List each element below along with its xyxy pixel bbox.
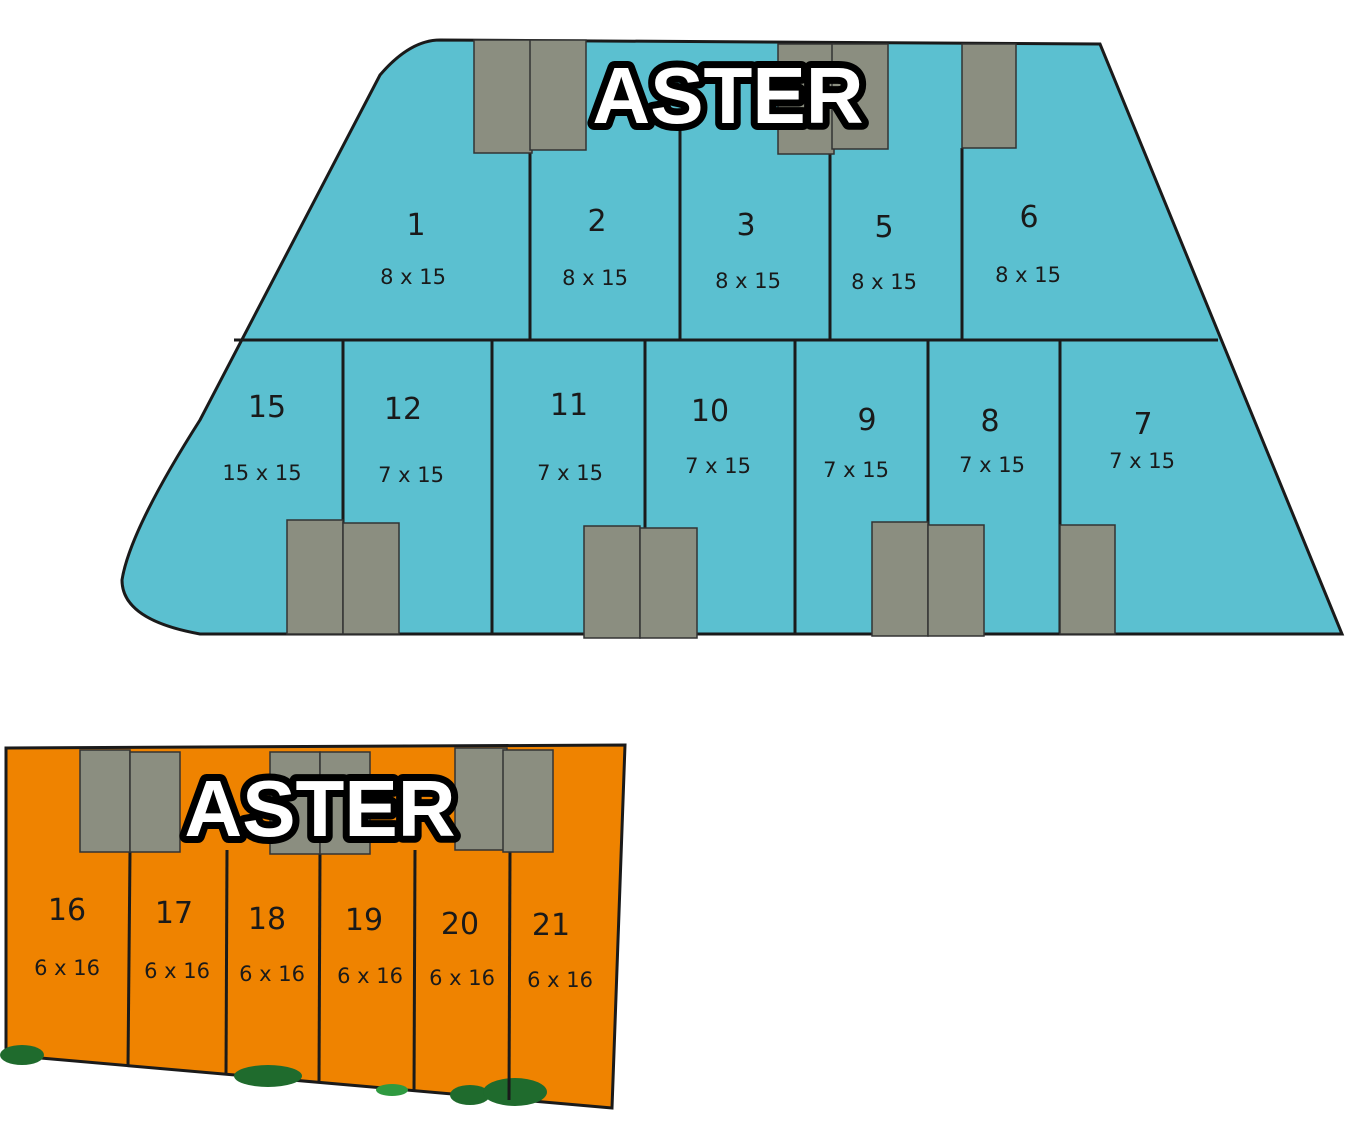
- plot-8-number: 8: [980, 404, 999, 439]
- plot-11-number: 11: [550, 388, 588, 423]
- plot-21-number: 21: [532, 908, 570, 943]
- plot-5-size: 8 x 15: [851, 270, 917, 294]
- plot-2-number: 2: [587, 204, 606, 239]
- plot-15-size: 15 x 15: [222, 461, 301, 485]
- plot-20-number: 20: [441, 907, 479, 942]
- block-a-houses-bottom: [286, 519, 1116, 639]
- plot-19-size: 6 x 16: [337, 964, 403, 988]
- plot-16-number: 16: [48, 893, 86, 928]
- plot-5-number: 5: [874, 210, 893, 245]
- plot-1-size: 8 x 15: [380, 265, 446, 289]
- plot-7-number: 7: [1133, 407, 1152, 442]
- block-a-outline: [120, 38, 1345, 636]
- plot-15-number: 15: [248, 390, 286, 425]
- tree-icon: [376, 1084, 408, 1096]
- plot-9-number: 9: [857, 403, 876, 438]
- block-a: ASTER 1 8 x 15 2 8 x 15 3 8 x 15 5 8 x 1…: [120, 38, 1345, 639]
- plot-10-size: 7 x 15: [685, 454, 751, 478]
- plot-20-size: 6 x 16: [429, 966, 495, 990]
- plot-19-number: 19: [345, 903, 383, 938]
- plot-2-size: 8 x 15: [562, 266, 628, 290]
- tree-icon: [450, 1085, 490, 1105]
- block-b-trees: [0, 1045, 547, 1106]
- plot-6-number: 6: [1019, 200, 1038, 235]
- plot-21-size: 6 x 16: [527, 968, 593, 992]
- plot-17-number: 17: [155, 896, 193, 931]
- plot-11-size: 7 x 15: [537, 461, 603, 485]
- plot-16-size: 6 x 16: [34, 956, 100, 980]
- plot-12-number: 12: [384, 392, 422, 427]
- tree-icon: [0, 1045, 44, 1065]
- plot-17-size: 6 x 16: [144, 959, 210, 983]
- block-a-title: ASTER: [592, 51, 863, 140]
- block-b: ASTER 16 6 x 16 17 6 x 16 18 6 x 16 19 6…: [0, 743, 627, 1110]
- block-a-plot-labels: 1 8 x 15 2 8 x 15 3 8 x 15 5 8 x 15 6 8 …: [222, 200, 1175, 487]
- block-b-plot-lines: [126, 849, 512, 1101]
- plot-3-number: 3: [736, 208, 755, 243]
- plot-9-size: 7 x 15: [823, 458, 889, 482]
- plot-7-size: 7 x 15: [1109, 449, 1175, 473]
- plot-10-number: 10: [691, 394, 729, 429]
- plot-3-size: 8 x 15: [715, 269, 781, 293]
- block-b-houses: [79, 747, 554, 855]
- plot-6-size: 8 x 15: [995, 263, 1061, 287]
- tree-icon: [483, 1078, 547, 1106]
- block-a-houses-top: [473, 39, 1017, 155]
- tree-icon: [234, 1065, 302, 1087]
- block-b-title: ASTER: [184, 764, 455, 853]
- block-b-plot-labels: 16 6 x 16 17 6 x 16 18 6 x 16 19 6 x 16 …: [34, 893, 593, 992]
- plot-1-number: 1: [406, 208, 425, 243]
- plot-8-size: 7 x 15: [959, 453, 1025, 477]
- plot-18-size: 6 x 16: [239, 962, 305, 986]
- plot-18-number: 18: [248, 902, 286, 937]
- plot-12-size: 7 x 15: [378, 463, 444, 487]
